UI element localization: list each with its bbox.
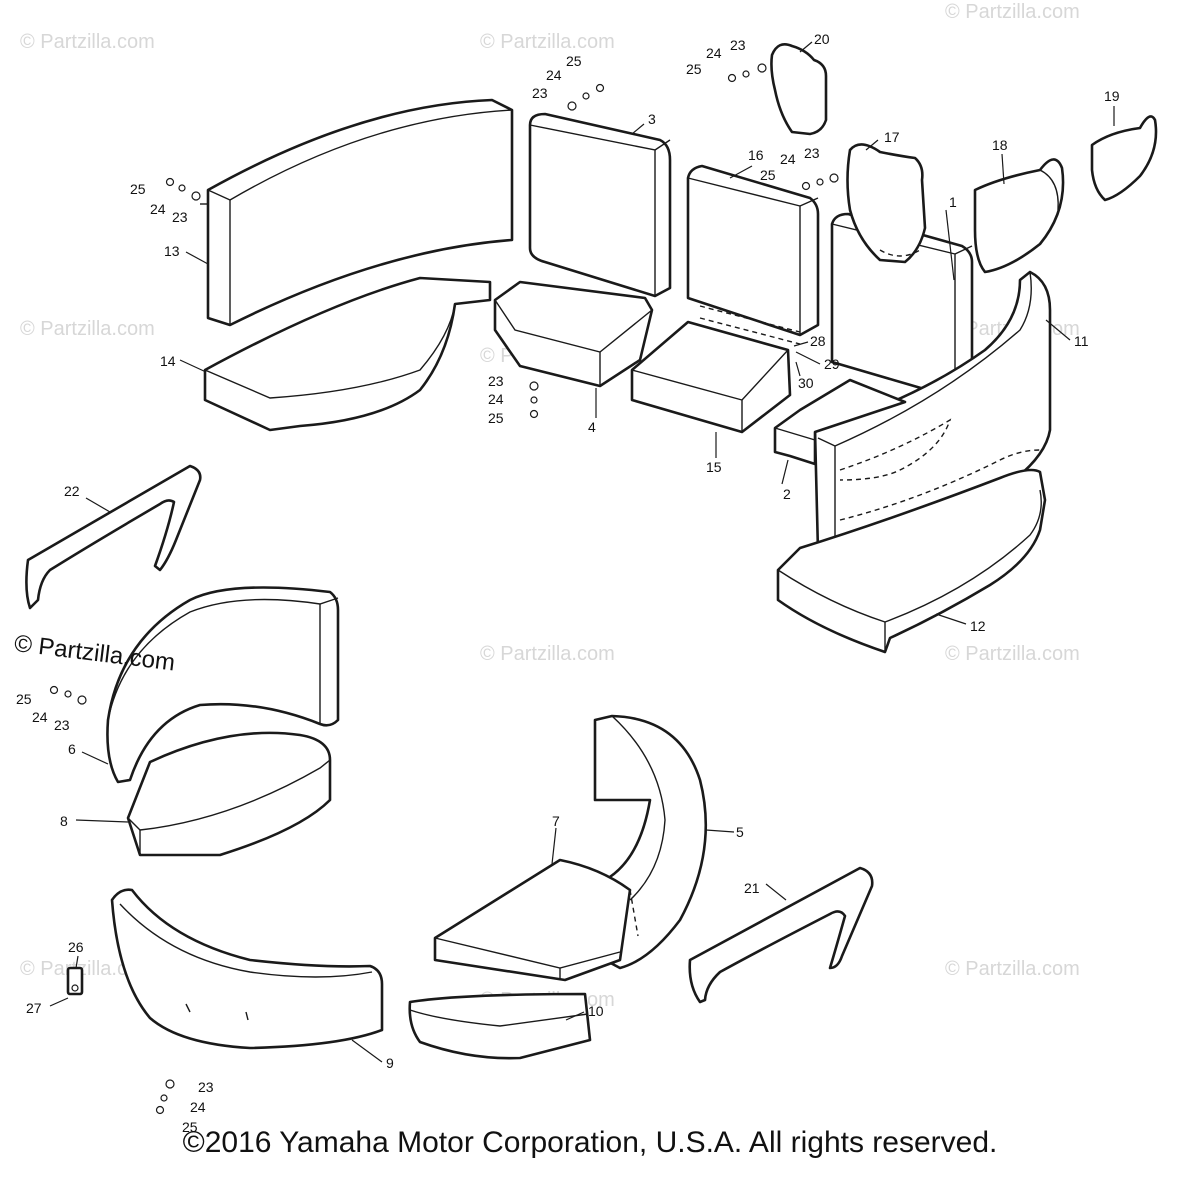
callout-18: 18 xyxy=(992,137,1008,153)
callout-26: 26 xyxy=(68,939,84,955)
callout-16: 16 xyxy=(748,147,764,163)
callout-25: 25 xyxy=(182,1119,198,1135)
part-9-front xyxy=(110,888,384,1050)
callout-9: 9 xyxy=(386,1055,394,1071)
part-20-panel xyxy=(770,43,828,136)
part-6-backrest xyxy=(106,586,340,784)
callout-13: 13 xyxy=(164,243,180,259)
callout-28: 28 xyxy=(810,333,826,349)
part-1-backrest xyxy=(830,212,974,400)
watermark: © Partzilla.com xyxy=(20,31,155,53)
callout-15: 15 xyxy=(706,459,722,475)
callout-24: 24 xyxy=(190,1099,206,1115)
watermark: © Partzilla.com xyxy=(945,958,1080,980)
callout-23: 23 xyxy=(172,209,188,225)
callout-14: 14 xyxy=(160,353,176,369)
watermark: © Partzilla.com xyxy=(20,318,155,340)
callout-25: 25 xyxy=(566,53,582,69)
copyright-notice: ©2016 Yamaha Motor Corporation, U.S.A. A… xyxy=(182,1126,998,1159)
callout-24: 24 xyxy=(32,709,48,725)
part-2-seat xyxy=(773,378,907,466)
part-18-panel xyxy=(973,158,1065,274)
callout-24: 24 xyxy=(546,67,562,83)
callout-23: 23 xyxy=(804,145,820,161)
callout-24: 24 xyxy=(706,45,722,61)
callout-2: 2 xyxy=(783,486,791,502)
callout-11: 11 xyxy=(1074,333,1089,349)
callout-23: 23 xyxy=(488,373,504,389)
callout-10: 10 xyxy=(588,1003,604,1019)
callout-25: 25 xyxy=(16,691,32,707)
watermark: © Partzilla.com xyxy=(480,31,615,53)
part-13-backrest xyxy=(200,98,514,327)
callout-8: 8 xyxy=(60,813,68,829)
watermark: © Partzilla.com xyxy=(945,643,1080,665)
callout-23: 23 xyxy=(198,1079,214,1095)
callout-23: 23 xyxy=(54,717,70,733)
callout-3: 3 xyxy=(648,111,656,127)
part-17-panel xyxy=(846,143,927,264)
callouts: 1 2 3 4 5 6 7 8 9 10 11 12 13 14 15 16 1… xyxy=(16,31,1120,1135)
leader-lines xyxy=(49,41,1115,1063)
part-26-27-bracket xyxy=(66,966,84,996)
callout-7: 7 xyxy=(552,813,560,829)
callout-22: 22 xyxy=(64,483,80,499)
callout-21: 21 xyxy=(744,880,760,896)
callout-5: 5 xyxy=(736,824,744,840)
callout-25: 25 xyxy=(488,410,504,426)
callout-25: 25 xyxy=(686,61,702,77)
callout-24: 24 xyxy=(150,201,166,217)
callout-1: 1 xyxy=(949,194,957,210)
callout-25: 25 xyxy=(760,167,776,183)
callout-30: 30 xyxy=(798,375,814,391)
callout-29: 29 xyxy=(824,356,840,372)
watermark: © Partzilla.com xyxy=(20,958,155,980)
part-22-panel xyxy=(25,464,202,610)
callout-6: 6 xyxy=(68,741,76,757)
part-16-backrest xyxy=(686,164,820,337)
callout-12: 12 xyxy=(970,618,986,634)
part-15-seat xyxy=(630,305,801,434)
part-8-seat xyxy=(126,731,332,857)
watermark: © Partzilla.com xyxy=(480,643,615,665)
callout-24: 24 xyxy=(488,391,504,407)
watermark: © Partzilla.com xyxy=(945,1,1080,23)
callout-23: 23 xyxy=(730,37,746,53)
part-21-panel xyxy=(688,866,874,1004)
part-19-panel xyxy=(1090,115,1158,202)
callout-4: 4 xyxy=(588,419,596,435)
callout-27: 27 xyxy=(26,1000,42,1016)
part-4-seat xyxy=(493,280,654,388)
callout-19: 19 xyxy=(1104,88,1120,104)
hardware-clusters xyxy=(49,63,839,1115)
callout-24: 24 xyxy=(780,151,796,167)
part-10-seat xyxy=(408,992,592,1060)
callout-20: 20 xyxy=(814,31,830,47)
part-3-backrest xyxy=(528,112,672,298)
callout-25: 25 xyxy=(130,181,146,197)
part-14-seat xyxy=(203,276,492,432)
callout-23: 23 xyxy=(532,85,548,101)
part-7-seat xyxy=(433,858,632,982)
callout-17: 17 xyxy=(884,129,900,145)
part-12-seat xyxy=(776,468,1047,654)
